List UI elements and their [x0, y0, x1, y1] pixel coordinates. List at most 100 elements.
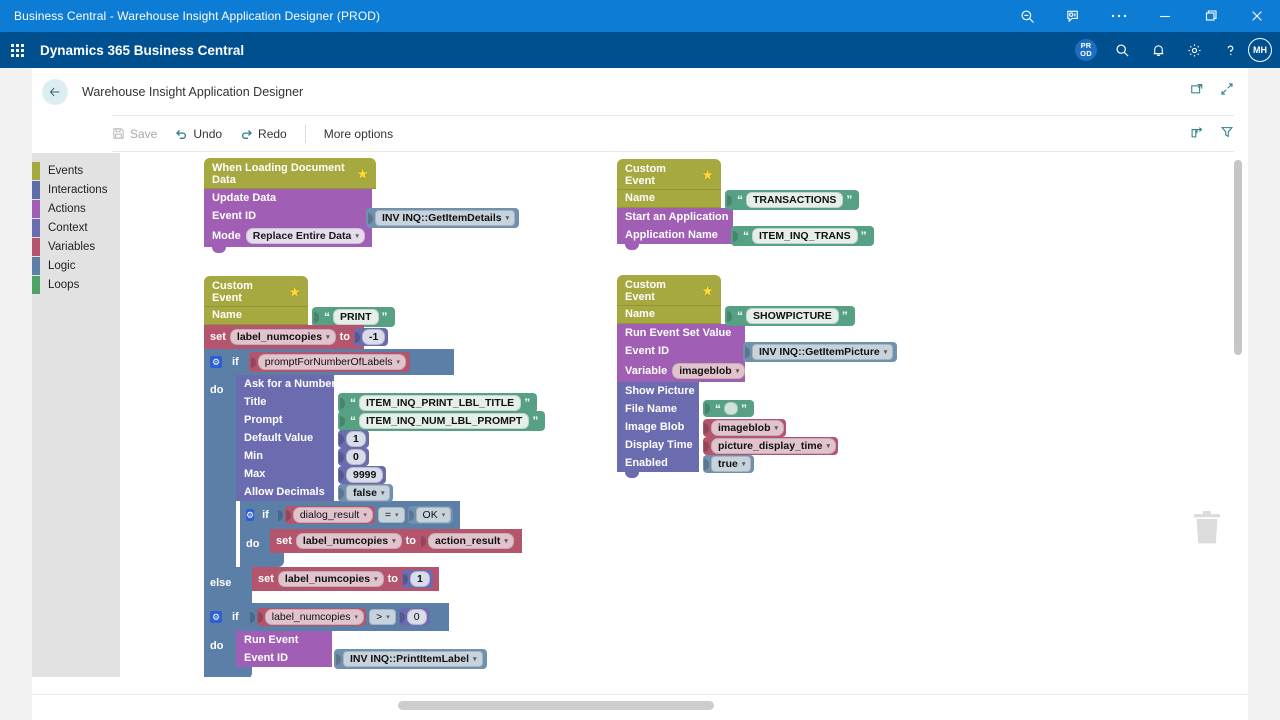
collapse-icon[interactable]: [1220, 82, 1234, 101]
run-event-event-id-dropdown[interactable]: INV INQ::PrintItemLabel ▾: [343, 651, 483, 667]
statement-set-numcopies-else[interactable]: set label_numcopies ▾ to 1: [252, 567, 439, 591]
set-value[interactable]: 1: [410, 571, 430, 587]
variable-dropdown[interactable]: imageblob ▾: [672, 363, 746, 379]
compare-right-plug[interactable]: OK ▾: [407, 506, 454, 524]
block-hat[interactable]: Custom Event ★: [204, 276, 308, 307]
blockly-canvas[interactable]: When Loading Document Data ★ Update Data…: [120, 153, 1248, 677]
save-button[interactable]: Save: [112, 127, 157, 141]
ask-min-value[interactable]: 0: [346, 449, 366, 465]
inner-if-statement-header[interactable]: ⚙ if dialog_result ▾: [240, 501, 460, 529]
file-name-value[interactable]: [724, 402, 738, 415]
event-id-plug[interactable]: INV INQ::GetItemPicture ▾: [743, 342, 898, 362]
ask-prompt-plug[interactable]: “ ITEM_INQ_NUM_LBL_PROMPT ”: [338, 411, 546, 431]
ask-max-value[interactable]: 9999: [346, 467, 384, 483]
if-condition-plug[interactable]: promptForNumberOfLabels ▾: [248, 352, 411, 372]
settings-icon[interactable]: [1176, 32, 1212, 68]
second-if-condition-plug[interactable]: label_numcopies ▾ > ▾ 0: [248, 606, 432, 628]
filter-icon[interactable]: [1220, 125, 1234, 144]
set-value-dropdown[interactable]: action_result ▾: [428, 533, 514, 549]
name-value[interactable]: PRINT: [333, 309, 379, 325]
display-time-dropdown[interactable]: picture_display_time ▾: [711, 438, 836, 454]
compare-right-dropdown[interactable]: OK ▾: [415, 507, 452, 523]
file-name-plug[interactable]: “ ”: [703, 400, 754, 417]
open-in-new-window-icon[interactable]: [1190, 82, 1204, 101]
minimize-icon[interactable]: [1142, 0, 1188, 32]
mode-dropdown[interactable]: Replace Entire Data ▾: [245, 228, 365, 244]
set-value-plug[interactable]: 1: [402, 570, 433, 588]
name-value-plug[interactable]: “ TRANSACTIONS ”: [725, 190, 860, 210]
application-name-plug[interactable]: “ ITEM_INQ_TRANS ”: [731, 226, 874, 246]
restore-icon[interactable]: [1188, 0, 1234, 32]
palette-item-logic[interactable]: Logic: [32, 256, 120, 275]
gear-icon[interactable]: ⚙: [246, 509, 255, 521]
event-id-dropdown[interactable]: INV INQ::GetItemPicture ▾: [752, 344, 894, 360]
ask-allow-decimals-dropdown[interactable]: false ▾: [346, 485, 391, 501]
name-value[interactable]: TRANSACTIONS: [746, 192, 844, 208]
statement-set-numcopies-action-result[interactable]: set label_numcopies ▾ to: [270, 529, 522, 553]
if-condition-dropdown[interactable]: promptForNumberOfLabels ▾: [257, 354, 407, 370]
notification-icon[interactable]: [1140, 32, 1176, 68]
palette-item-variables[interactable]: Variables: [32, 237, 120, 256]
inner-if-condition-plug[interactable]: dialog_result ▾ = ▾: [276, 504, 456, 526]
gear-icon[interactable]: ⚙: [210, 356, 222, 368]
second-if-statement-header[interactable]: ⚙ if label_numcopies ▾: [204, 603, 449, 631]
environment-badge[interactable]: PR OD: [1068, 32, 1104, 68]
block-hat[interactable]: Custom Event ★: [617, 275, 721, 306]
compare-left-plug[interactable]: label_numcopies ▾: [256, 608, 367, 626]
block-body-update-data[interactable]: Update Data Event ID INV INQ::GetItemDet…: [204, 189, 520, 247]
block-show-picture[interactable]: Show Picture File Name “ ”: [617, 382, 838, 473]
block-hat[interactable]: Custom Event ★: [617, 159, 721, 190]
compare-operator-dropdown[interactable]: = ▾: [377, 507, 405, 523]
ask-default-value[interactable]: 1: [346, 431, 366, 447]
star-icon[interactable]: ★: [702, 168, 713, 182]
ask-default-plug[interactable]: 1: [338, 430, 369, 448]
block-ask-for-a-number[interactable]: Ask for a Number Title “ ITEM_INQ_PRINT_…: [236, 375, 546, 502]
event-id-dropdown[interactable]: INV INQ::GetItemDetails ▾: [375, 210, 516, 226]
trash-icon[interactable]: [1190, 508, 1224, 551]
application-name-value[interactable]: ITEM_INQ_TRANS: [752, 228, 858, 244]
vertical-scrollbar[interactable]: [1234, 155, 1242, 675]
block-hat[interactable]: When Loading Document Data ★: [204, 158, 376, 189]
back-button[interactable]: [42, 78, 68, 105]
star-icon[interactable]: ★: [289, 285, 300, 299]
compare-right-value[interactable]: 0: [406, 609, 427, 625]
block-custom-event-transactions[interactable]: Custom Event ★ Name “ TRANSACTIONS ”: [617, 159, 874, 250]
more-options-button[interactable]: More options: [324, 127, 393, 141]
enabled-plug[interactable]: true ▾: [703, 455, 755, 473]
redo-button[interactable]: Redo: [240, 127, 287, 141]
star-icon[interactable]: ★: [357, 167, 368, 181]
name-value[interactable]: SHOWPICTURE: [746, 308, 839, 324]
compare-left-plug[interactable]: dialog_result ▾: [284, 506, 375, 524]
block-run-event-set-value[interactable]: Run Event Set Value Event ID INV INQ::Ge…: [617, 324, 898, 382]
ask-title-value[interactable]: ITEM_INQ_PRINT_LBL_TITLE: [359, 395, 522, 411]
set-value[interactable]: -1: [362, 329, 386, 345]
palette-item-events[interactable]: Events: [32, 161, 120, 180]
search-icon[interactable]: [1104, 32, 1140, 68]
ask-min-plug[interactable]: 0: [338, 448, 369, 466]
compare-left-dropdown[interactable]: dialog_result ▾: [292, 507, 373, 523]
palette-item-loops[interactable]: Loops: [32, 275, 120, 294]
block-custom-event-print[interactable]: Custom Event ★ Name “ PRINT ”: [204, 276, 546, 677]
enabled-dropdown[interactable]: true ▾: [711, 456, 752, 472]
app-launcher-icon[interactable]: [0, 43, 34, 57]
share-icon[interactable]: [1190, 125, 1204, 144]
ask-max-plug[interactable]: 9999: [338, 466, 387, 484]
name-value-plug[interactable]: “ PRINT ”: [312, 307, 395, 327]
star-icon[interactable]: ★: [702, 284, 713, 298]
avatar[interactable]: MH: [1248, 38, 1272, 62]
image-blob-plug[interactable]: imageblob ▾: [703, 419, 787, 437]
name-value-plug[interactable]: “ SHOWPICTURE ”: [725, 306, 855, 326]
undo-button[interactable]: Undo: [175, 127, 222, 141]
run-event-event-id-plug[interactable]: INV INQ::PrintItemLabel ▾: [334, 649, 487, 669]
horizontal-scrollbar[interactable]: [32, 694, 1248, 720]
help-icon[interactable]: [1212, 32, 1248, 68]
image-blob-dropdown[interactable]: imageblob ▾: [711, 420, 785, 436]
palette-item-actions[interactable]: Actions: [32, 199, 120, 218]
display-time-plug[interactable]: picture_display_time ▾: [703, 437, 838, 455]
ask-title-plug[interactable]: “ ITEM_INQ_PRINT_LBL_TITLE ”: [338, 393, 538, 413]
set-value-plug[interactable]: -1: [354, 328, 389, 346]
block-custom-event-showpicture[interactable]: Custom Event ★ Name “ SHOWPICTURE ”: [617, 275, 898, 478]
block-run-event[interactable]: Run Event Event ID INV INQ::PrintItemLab…: [236, 631, 487, 669]
statement-set-numcopies-initial[interactable]: set label_numcopies ▾ to -1: [204, 325, 389, 349]
gear-icon[interactable]: ⚙: [210, 611, 222, 623]
